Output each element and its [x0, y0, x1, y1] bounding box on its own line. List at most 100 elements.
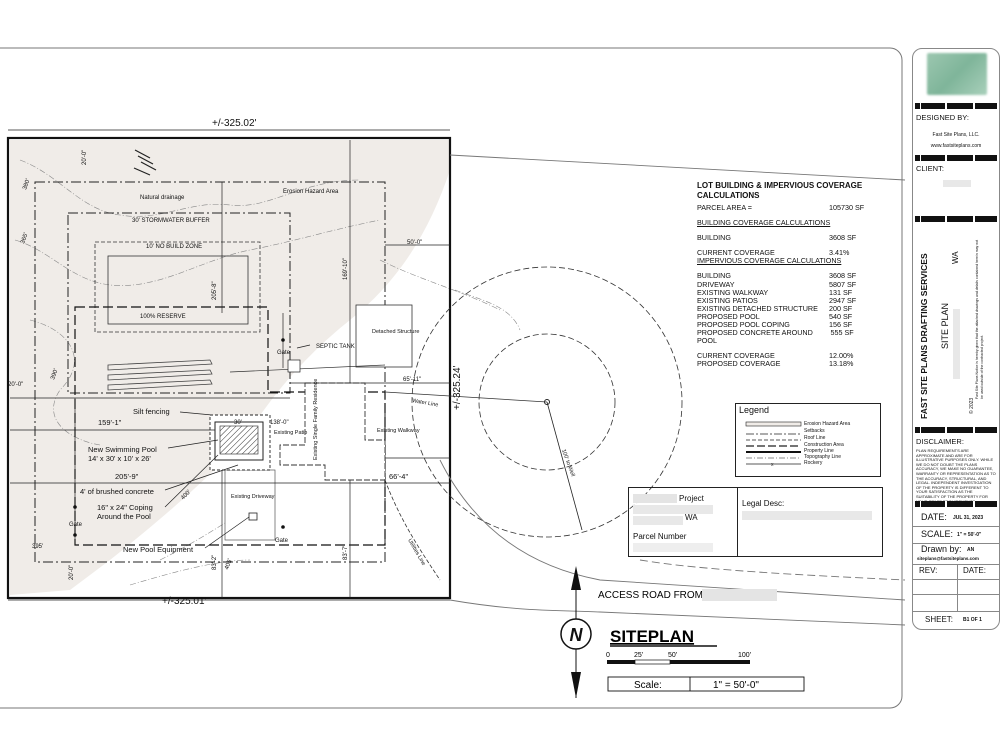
- services-title: FAST SITE PLANS DRAFTING SERVICES: [919, 253, 929, 419]
- calc-parcel-row: PARCEL AREA = 105730 SF: [697, 203, 877, 212]
- sheet-value: B1 OF 1: [963, 617, 982, 623]
- scale-bar: [607, 659, 750, 665]
- email: siteplans@fastsiteplans.com: [917, 556, 979, 561]
- scale-tick-100: 100': [738, 652, 751, 659]
- label-existing-patio: Existing Patio: [274, 430, 307, 436]
- dim-205-9: 205'-9": [115, 472, 139, 481]
- calc-row-label: CURRENT COVERAGE: [697, 248, 775, 258]
- project-info-box: Project WA Parcel Number Legal Desc:: [628, 487, 883, 557]
- calc-row-value: 3608 SF: [829, 233, 857, 243]
- parcel-number-label: Parcel Number: [633, 532, 687, 541]
- rev-label: REV:: [919, 566, 938, 575]
- disclaimer-label: DISCLAIMER:: [916, 437, 964, 446]
- sheet-frame: [0, 47, 903, 709]
- dimension-lines: [8, 129, 450, 601]
- client-label: CLIENT:: [916, 164, 944, 173]
- drain-field: [107, 359, 213, 391]
- disclaimer-text: PLAN REQUIREMENTS ARE APPROXIMATE AND AR…: [916, 448, 996, 503]
- label-erosion-area: Erosion Hazard Area: [283, 189, 339, 195]
- label-pool-size: 14' x 30' x 10' x 26': [88, 454, 151, 463]
- legend-item-erosion: Erosion Hazard Area: [804, 421, 851, 427]
- calc-row-label: PROPOSED COVERAGE: [697, 359, 781, 369]
- no-build-zone: [94, 241, 261, 333]
- legend-item-topography: Topography Line: [804, 454, 841, 460]
- label-septic: SEPTIC TANK: [316, 344, 355, 350]
- north-letter: N: [570, 625, 584, 645]
- rev-date-label: DATE:: [963, 566, 986, 575]
- label-no-build: 10' NO BUILD ZONE: [146, 244, 202, 250]
- swimming-pool: [219, 425, 259, 455]
- redacted-city: [633, 516, 683, 525]
- redacted-parcel: [633, 543, 713, 552]
- dim-65: 65'-11": [403, 377, 421, 383]
- detached-structure: [355, 304, 413, 368]
- label-utilities: Utilities Line: [406, 538, 426, 567]
- dim-138: 138'-0": [270, 420, 289, 426]
- drawing-title: SITEPLAN: [610, 627, 694, 646]
- redacted-address: [633, 505, 713, 514]
- date-label: DATE:: [921, 512, 947, 522]
- gate-markers: [73, 338, 285, 537]
- scale-box: [607, 676, 805, 692]
- drawn-value: AN: [967, 547, 975, 553]
- svg-text:x: x: [771, 462, 774, 468]
- calc-row-value: 5807 SF: [829, 279, 857, 289]
- access-road-label: ACCESS ROAD FROM: [598, 590, 703, 601]
- project-divider: [737, 488, 738, 556]
- company-name: Fast Site Plans, LLC.: [932, 132, 980, 138]
- stormwater-buffer: [67, 212, 291, 394]
- drawn-label: Drawn by:: [921, 544, 962, 554]
- driveway: [224, 469, 276, 541]
- legal-desc-label: Legal Desc:: [742, 499, 785, 508]
- coverage-calculations: LOT BUILDING & IMPERVIOUS COVERAGE CALCU…: [697, 181, 877, 369]
- project-label: Project: [679, 494, 704, 503]
- calc-row-label: EXISTING DETACHED STRUCTURE: [697, 303, 818, 313]
- label-concrete: 4' of brushed concrete: [80, 487, 154, 496]
- scale-label-tb: SCALE:: [921, 529, 954, 539]
- scale-label: Scale:: [634, 680, 662, 691]
- dim-20a: 20'-0": [82, 150, 88, 165]
- calc-row-value: 540 SF: [829, 311, 853, 321]
- sheet-row: SHEET: B1 OF 1: [913, 614, 999, 628]
- calc-row-label: DRIVEWAY: [697, 279, 735, 289]
- company-logo: [927, 53, 987, 95]
- redacted-address-vertical: [953, 309, 960, 379]
- calc-row-value: 156 SF: [829, 320, 853, 330]
- state-vertical: WA: [951, 251, 960, 264]
- dim-395: 395': [32, 544, 43, 550]
- dim-380a: 380': [22, 178, 31, 191]
- label-reserve: 100% RESERVE: [140, 314, 186, 320]
- legend-item-property: Property Line: [804, 448, 834, 454]
- scale-tick-0: 0: [606, 652, 610, 659]
- dim-365: 365': [20, 232, 29, 245]
- label-pool: New Swimming Pool: [88, 445, 157, 454]
- label-water-line: Water Line: [412, 398, 439, 408]
- calc-row: DRIVEWAY 5807 SF: [697, 279, 877, 289]
- rev-header: REV: DATE:: [913, 565, 999, 580]
- company-website: www.fastsiteplans.com: [930, 143, 982, 149]
- water-line: [384, 391, 548, 403]
- septic-tank: [287, 359, 301, 373]
- reserve-area: [107, 255, 249, 325]
- calc-row-value: 13.18%: [829, 359, 854, 369]
- calc-row-value: 12.00%: [829, 351, 854, 361]
- label-well: 100' to Well: [560, 449, 575, 478]
- dim-83b: 83'-7": [343, 545, 349, 560]
- natural-drainage-symbol: [133, 149, 157, 176]
- rev-line-1: [913, 594, 999, 595]
- legend-item-rockery: Rockery: [804, 460, 823, 466]
- legend-item-setbacks: Setbacks: [804, 428, 825, 434]
- calc-row-label: BUILDING: [697, 233, 731, 243]
- label-equipment: New Pool Equipment: [123, 545, 194, 554]
- well-distance-line: [546, 401, 583, 531]
- site-plan-vertical: SITE PLAN: [940, 302, 950, 349]
- legend-box: Legend x Erosion Hazard Area Setbacks Ro…: [735, 403, 881, 477]
- utility-line: [229, 364, 386, 373]
- residence-footprint: [279, 382, 386, 481]
- legend-title: Legend: [739, 405, 770, 415]
- label-driveway: Existing Driveway: [231, 494, 275, 500]
